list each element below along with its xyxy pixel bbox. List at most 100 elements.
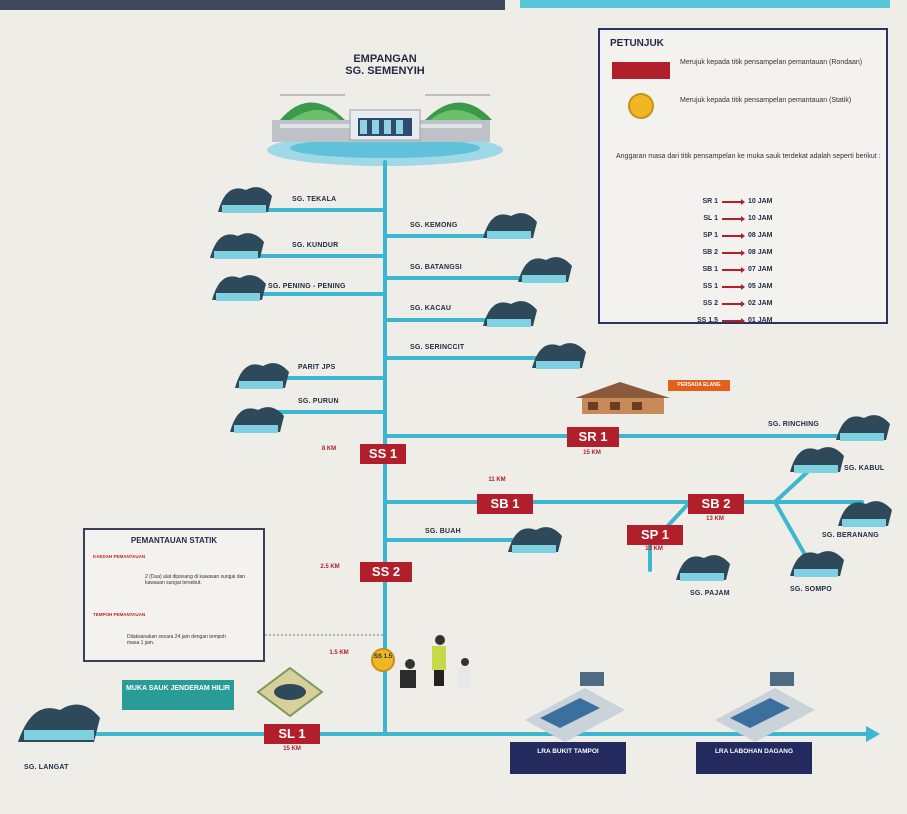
station-sr1-distance: 15 KM [583,450,601,456]
waterfall-icon-kundur [210,233,264,259]
muka-sauk-tag: MUKA SAUK JENDERAM HILIR [122,680,234,710]
waterfall-icon-tekala [218,187,272,213]
dam-title-line1: EMPANGAN [353,53,417,65]
station-ss2: SS 2 [360,562,412,582]
static-monitoring-panel: PEMANTAUAN STATIK KAEDAH PEMANTAUAN 2 (D… [83,528,265,662]
waterfall-icon-batangsi [518,257,572,283]
legend-rondaan-swatch [612,62,670,79]
legend-time-code: SL 1 [703,215,718,222]
dam-title: EMPANGAN SG. SEMENYIH [330,53,440,77]
label-sg-langat: SG. LANGAT [24,764,69,771]
station-ss1-distance: 8 KM [321,446,337,452]
station-sb1: SB 1 [477,494,533,514]
waterfall-icon-pajam [676,555,730,581]
legend-statik-swatch [628,93,654,119]
arrow-right-icon [722,216,745,222]
label-sg-pajam: SG. PAJAM [690,590,730,597]
legend-time-code: SP 1 [702,232,718,239]
legend-time-code: SB 1 [702,266,718,273]
station-sp1-distance: 13 KM [645,546,663,552]
label-sg-kundur: SG. KUNDUR [292,242,339,249]
waterfall-icon-pening [212,275,266,301]
station-sb1-distance: 11 KM [488,477,506,483]
dam-title-line2: SG. SEMENYIH [345,65,425,77]
label-sg-buah: SG. BUAH [425,528,461,535]
arrow-right-icon [722,233,745,239]
arrow-right-icon [722,318,745,324]
legend-time-value: 10 JAM [748,215,773,222]
legend-time-code: SS 1.5 [696,317,718,324]
legend-time-value: 07 JAM [748,266,773,273]
station-ss1: SS 1 [360,444,406,464]
label-sg-batangsi: SG. BATANGSI [410,264,462,271]
station-ss2-distance: 2.5 KM [320,564,340,570]
legend-time-row: SB 1 07 JAM [690,266,800,280]
arrow-right-icon [722,250,745,256]
station-ss15-distance: 1.5 KM [329,650,349,656]
static-period-text: Dilaksanakan secara 24 jam dengan tempoh… [127,634,226,646]
house-illustration [575,382,670,414]
station-sl1: SL 1 [264,724,320,744]
static-panel-title: PEMANTAUAN STATIK [130,536,218,545]
legend-time-row: SL 1 10 JAM [690,215,800,229]
legend-time-value: 08 JAM [748,232,773,239]
lra-tampoi-tag: LRA BUKIT TAMPOI [510,742,626,774]
lra-dagang-illustration [715,672,815,742]
label-parit-jps: PARIT JPS [298,364,336,371]
static-method-text: 2 (Dua) alat dipasang di kawasan sungai … [145,574,246,586]
dam-illustration [267,94,503,166]
station-sp1: SP 1 [627,525,683,545]
waterfall-icon-beranang [838,501,892,527]
label-sg-kemong: SG. KEMONG [410,222,458,229]
arrow-right-icon [722,284,745,290]
workers-illustration [400,635,470,688]
static-period-heading: TEMPOH PEMANTAUAN [93,612,146,617]
station-sl1-distance: 15 KM [283,746,301,752]
orange-tag: PERSADA ELANG [668,380,730,391]
lra-dagang-tag: LRA LABOHAN DAGANG [696,742,812,774]
waterfall-icon-rinching [836,415,890,441]
legend-time-row: SS 1.5 01 JAM [690,317,800,331]
label-sg-sompo: SG. SOMPO [790,586,832,593]
waterfall-icon-kabul [790,447,844,473]
waterfall-icon-purun [230,407,284,433]
waterfall-icon-parit [235,363,289,389]
arrow-right-icon [722,267,745,273]
label-sg-kacau: SG. KACAU [410,305,452,312]
legend-statik-text: Merujuk kepada titik pensampelan pemanta… [680,97,852,104]
legend-time-row: SB 2 08 JAM [690,249,800,263]
waterfall-icon-buah [508,527,562,553]
legend-time-value: 01 JAM [748,317,773,324]
label-sg-tekala: SG. TEKALA [292,196,337,203]
legend-time-value: 10 JAM [748,198,773,205]
label-sg-beranang: SG. BERANANG [822,532,879,539]
flow-arrow [866,726,880,742]
waterfall-icons [18,187,892,742]
legend-panel: PETUNJUK Merujuk kepada titik pensampela… [598,28,888,324]
legend-time-row: SP 1 08 JAM [690,232,800,246]
intake-illustration [256,666,324,718]
banner-strip [520,0,890,8]
lra-tampoi-illustration [525,672,625,742]
legend-time-value: 02 JAM [748,300,773,307]
station-sr1: SR 1 [567,427,619,447]
legend-time-code: SR 1 [702,198,718,205]
legend-title: PETUNJUK [610,38,664,49]
label-sg-kabul: SG. KABUL [844,465,885,472]
legend-time-code: SB 2 [702,249,718,256]
waterfall-icon-langat [18,704,100,742]
legend-time-value: 08 JAM [748,249,773,256]
station-sb2: SB 2 [688,494,744,514]
arrow-right-icon [722,301,745,307]
waterfall-icon-serinchit [532,343,586,369]
station-sb2-distance: 13 KM [706,516,724,522]
legend-rondaan-text: Merujuk kepada titik pensampelan pemanta… [680,59,863,66]
label-sg-pening: SG. PENING - PENING [268,283,346,290]
legend-note: Anggaran masa dari titik pensampelan ke … [616,153,881,160]
label-sg-rinching: SG. RINCHING [768,421,820,428]
waterfall-icon-kacau [483,301,537,327]
